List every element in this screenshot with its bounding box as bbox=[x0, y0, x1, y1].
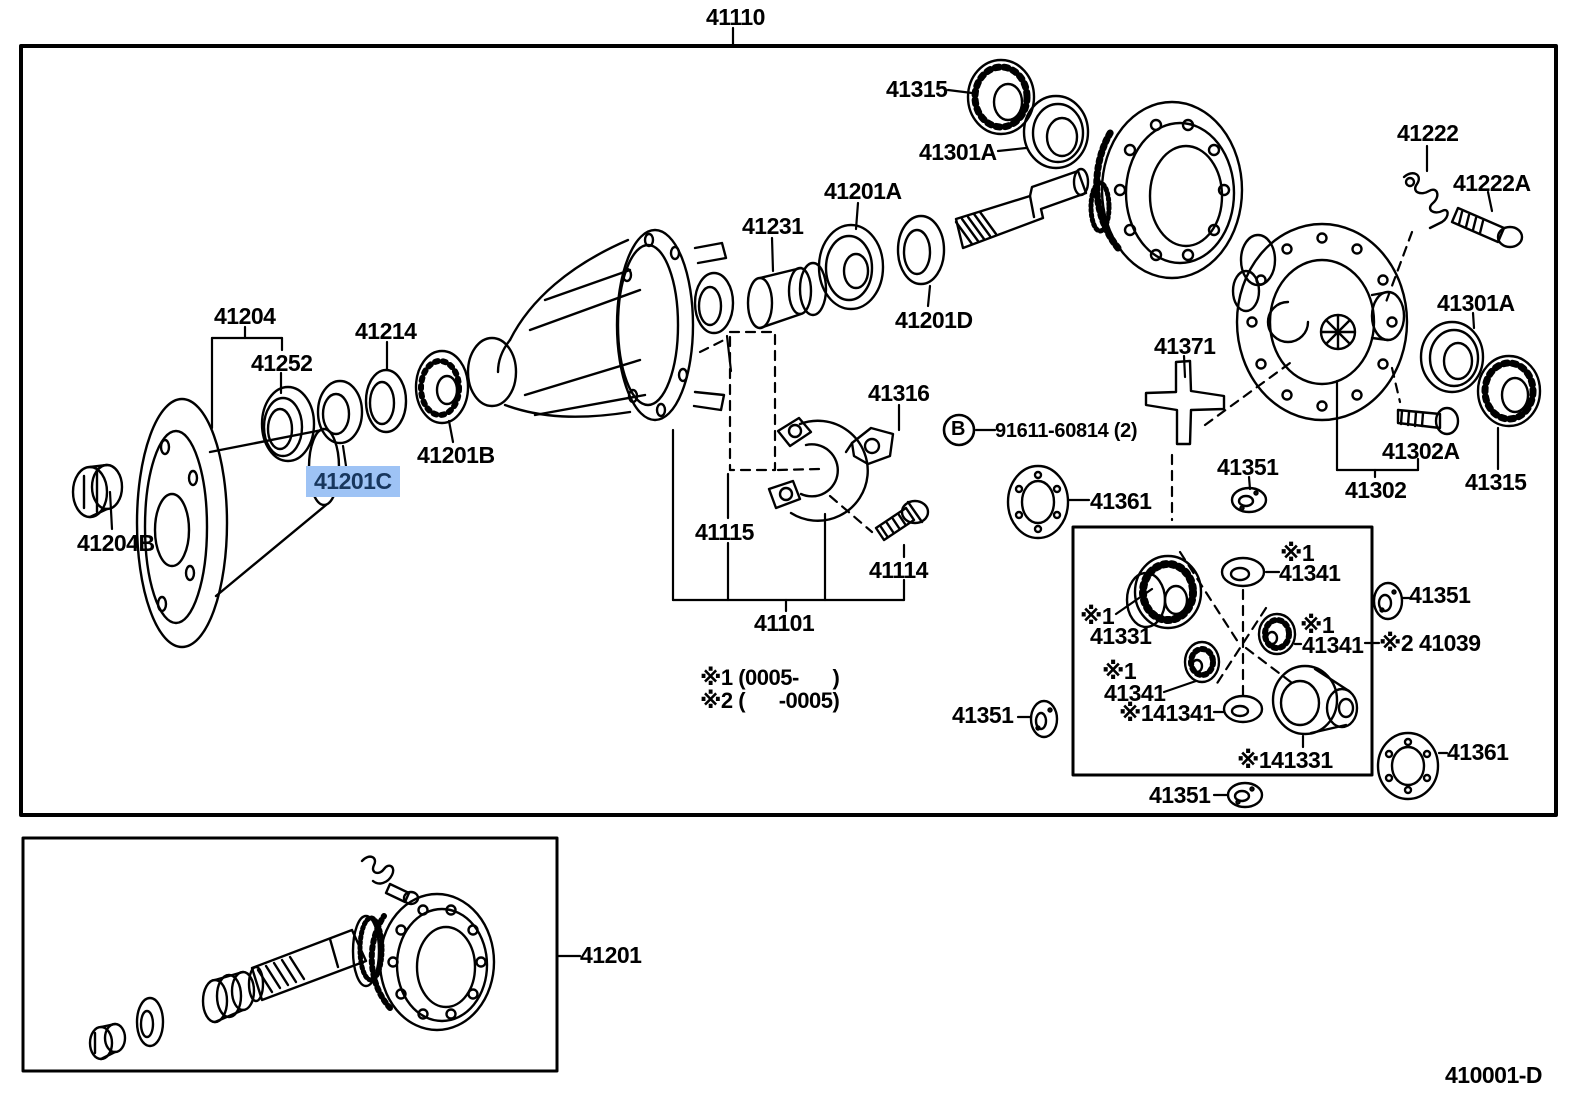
part-stopper-41316 bbox=[844, 426, 895, 466]
label-41331: 41331 bbox=[1090, 623, 1152, 649]
label-star1-right: ※1 bbox=[1300, 612, 1335, 638]
label-41214: 41214 bbox=[355, 318, 417, 344]
part-washer-41351-left bbox=[1029, 699, 1059, 739]
label-41302: 41302 bbox=[1345, 477, 1407, 503]
label-41341-right: 41341 bbox=[1302, 632, 1364, 658]
label-41351-top: 41351 bbox=[1217, 454, 1279, 480]
leader-lines bbox=[108, 26, 1500, 958]
part-bolt-41302a bbox=[1396, 406, 1460, 436]
part-race-41301a-top bbox=[1022, 94, 1090, 170]
part-washer-41351-bottom bbox=[1226, 781, 1264, 809]
label-41302a: 41302A bbox=[1382, 438, 1460, 464]
label-41351-left: 41351 bbox=[952, 702, 1014, 728]
label-41315-right: 41315 bbox=[1465, 469, 1527, 495]
label-note-2: ※2 ( -0005) bbox=[700, 688, 840, 713]
part-companion-flange-41204 bbox=[135, 397, 341, 649]
part-bearing-41315-top bbox=[966, 58, 1036, 136]
label-41204: 41204 bbox=[214, 303, 276, 329]
label-41351-bottom: 41351 bbox=[1149, 782, 1211, 808]
label-41301a-top: 41301A bbox=[919, 139, 997, 165]
part-washer-41361-bottom bbox=[1376, 731, 1440, 801]
part-thrust-washer-bottom bbox=[1222, 694, 1264, 724]
part-ring-gear-top bbox=[1093, 100, 1244, 280]
part-bearing-41201a bbox=[817, 223, 885, 311]
label-41201c-highlighted[interactable]: 41201C bbox=[306, 466, 400, 498]
label-41351-right: 41351 bbox=[1409, 582, 1471, 608]
label-41301a-right: 41301A bbox=[1437, 290, 1515, 316]
part-slinger-41252 bbox=[260, 385, 316, 463]
part-bearing-cap-41115 bbox=[767, 416, 869, 522]
label-callout-b: B bbox=[951, 418, 966, 440]
label-star1-left: ※1 bbox=[1080, 603, 1115, 629]
label-star1-top: ※1 bbox=[1280, 540, 1315, 566]
label-41201: 41201 bbox=[580, 942, 642, 968]
label-41231: 41231 bbox=[742, 213, 804, 239]
label-41201b: 41201B bbox=[417, 442, 495, 468]
label-141331: ※141331 bbox=[1237, 747, 1333, 773]
part-washer-41201d bbox=[896, 214, 946, 286]
label-41110: 41110 bbox=[706, 4, 765, 30]
label-41222: 41222 bbox=[1397, 120, 1459, 146]
detail-frame bbox=[21, 836, 559, 1073]
part-pinion-nut-41204b bbox=[71, 463, 124, 519]
label-41114: 41114 bbox=[869, 557, 928, 583]
label-41361-bottom: 41361 bbox=[1447, 739, 1509, 765]
label-41341-top: 41341 bbox=[1279, 560, 1341, 586]
label-41315-top: 41315 bbox=[886, 76, 948, 102]
label-41341-lower: 41341 bbox=[1104, 680, 1166, 706]
part-thrust-washer-top bbox=[1220, 556, 1266, 588]
part-pinion-gear-right bbox=[1257, 612, 1297, 656]
label-41101: 41101 bbox=[754, 610, 815, 636]
part-front-seal bbox=[693, 271, 735, 335]
part-diff-case-41302 bbox=[1231, 222, 1409, 422]
label-91611-60814: 91611-60814 (2) bbox=[995, 420, 1138, 442]
part-lock-41222 bbox=[1402, 172, 1449, 230]
part-drive-pinion bbox=[954, 167, 1112, 250]
label-note-1: ※1 (0005- ) bbox=[700, 665, 840, 690]
sheet-code: 410001-D bbox=[1445, 1062, 1543, 1088]
inset-frame bbox=[1071, 525, 1374, 777]
label-141341: ※141341 bbox=[1119, 700, 1215, 726]
part-spacer-41231 bbox=[746, 261, 828, 330]
label-41252: 41252 bbox=[251, 350, 313, 376]
label-41316: 41316 bbox=[868, 380, 930, 406]
part-spider-41371 bbox=[1144, 359, 1226, 446]
part-side-gear-41331 bbox=[1125, 554, 1203, 630]
dashed-lines bbox=[698, 230, 1414, 702]
part-washer-41214 bbox=[364, 368, 408, 434]
label-41222a: 41222A bbox=[1453, 170, 1531, 196]
label-41204b: 41204B bbox=[77, 530, 155, 556]
label-41201a: 41201A bbox=[824, 178, 902, 204]
part-washer-41361-left bbox=[1006, 464, 1070, 540]
callout-b-circle bbox=[942, 413, 976, 447]
part-bearing-41315-right bbox=[1476, 354, 1542, 428]
part-bearing-41201b bbox=[414, 349, 470, 425]
part-carrier-housing-41101 bbox=[466, 228, 728, 422]
label-41371: 41371 bbox=[1154, 333, 1216, 359]
label-41361-left: 41361 bbox=[1090, 488, 1152, 514]
main-frame bbox=[19, 44, 1558, 817]
part-bolt-41222a bbox=[1450, 206, 1524, 249]
label-41115: 41115 bbox=[695, 519, 754, 545]
part-washer-41351-top bbox=[1230, 486, 1268, 514]
label-41201d: 41201D bbox=[895, 307, 973, 333]
part-pinion-gear-left bbox=[1183, 640, 1221, 684]
part-side-gear-shaft bbox=[1271, 664, 1359, 736]
part-ring-gear-41201 bbox=[88, 855, 496, 1061]
part-bolt-41114 bbox=[874, 499, 930, 542]
label-41039: ※2 41039 bbox=[1379, 630, 1481, 656]
label-star1-lower: ※1 bbox=[1102, 658, 1137, 684]
part-race-41301a-right bbox=[1419, 320, 1485, 394]
part-oil-seal-41201c bbox=[316, 379, 364, 445]
part-washer-41351-right bbox=[1372, 581, 1404, 621]
